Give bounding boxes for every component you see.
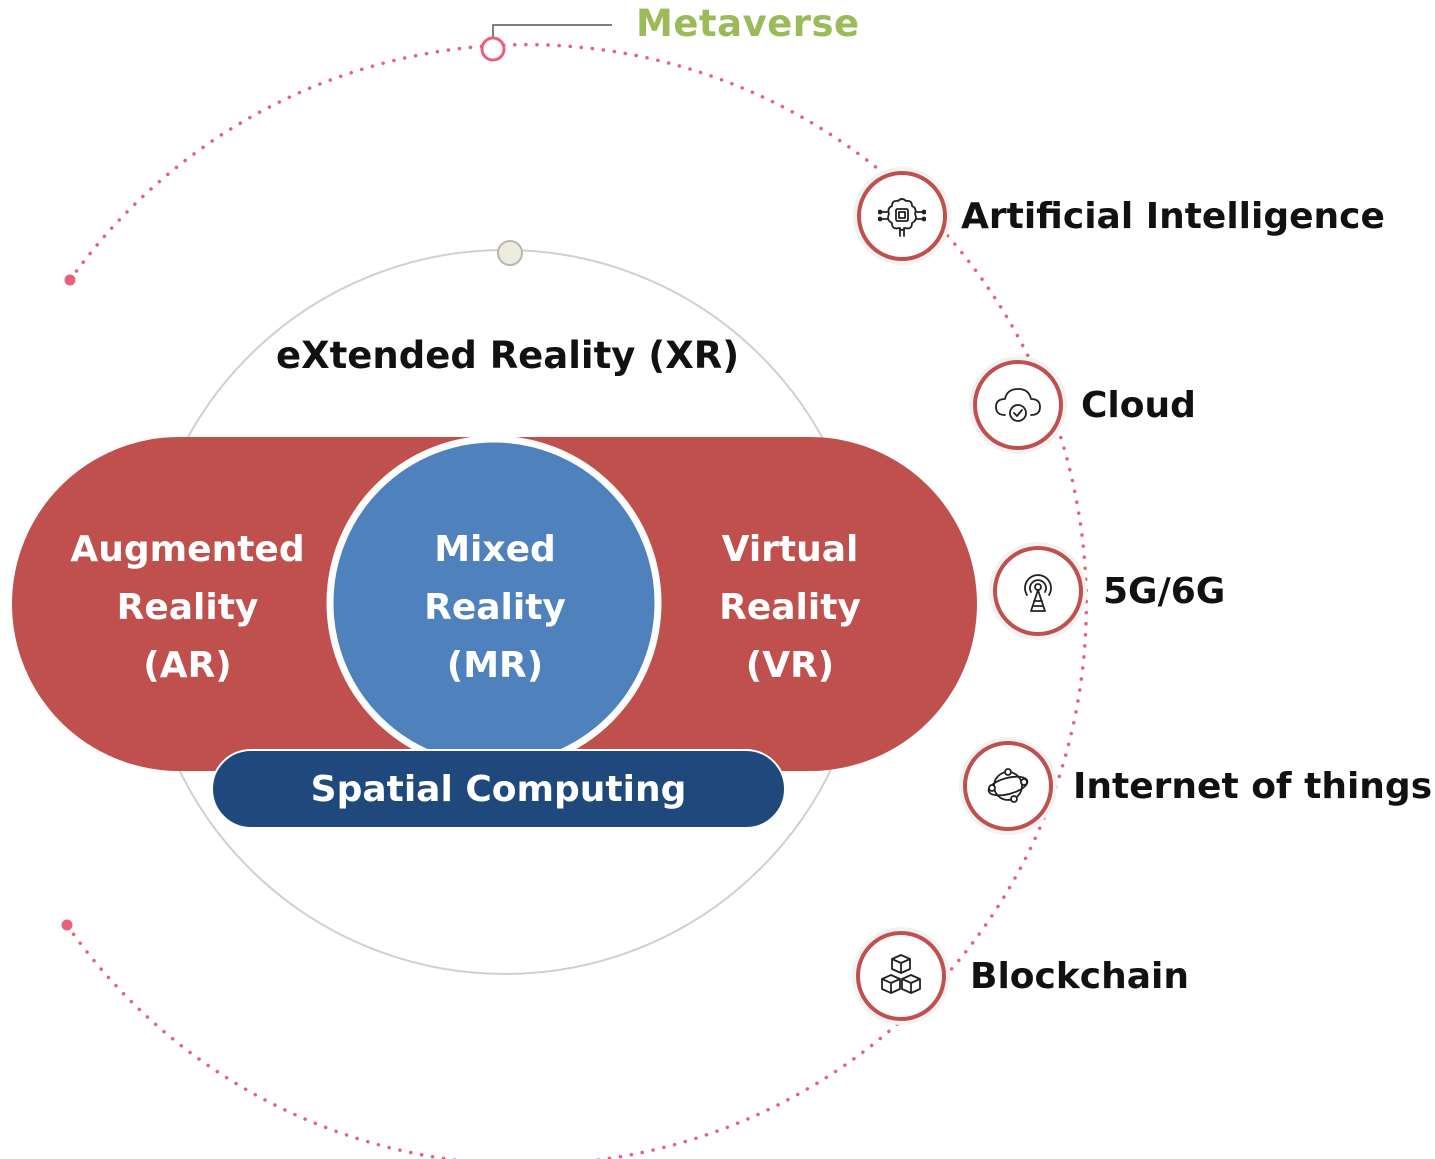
tech-label-blockchain: Blockchain (970, 955, 1190, 997)
ar-label-line: Reality (116, 587, 259, 628)
tech-item-ai: Artificial Intelligence (857, 171, 1385, 261)
tech-icon-circle (973, 360, 1063, 450)
ar-label: Augmented Reality (AR) (60, 521, 315, 695)
network-nodes-icon (987, 768, 1029, 803)
arc-end-dot (61, 919, 73, 931)
ar-label-line: Augmented (70, 529, 305, 570)
arc-start-dot (64, 274, 76, 286)
blocks-icon (881, 954, 921, 994)
tech-label-cloud: Cloud (1081, 384, 1196, 426)
vr-label-line: (VR) (745, 645, 835, 686)
ar-label-line: (AR) (143, 645, 232, 686)
antenna-tower-icon (1024, 574, 1052, 612)
spatial-computing-bar: Spatial Computing (211, 749, 786, 829)
vr-label-line: Reality (719, 587, 861, 628)
metaverse-connector-line (492, 24, 612, 48)
metaverse-node (480, 36, 506, 62)
mr-label-line: Reality (424, 587, 566, 628)
metaverse-label: Metaverse (636, 2, 860, 45)
tech-label-iot: Internet of things (1073, 765, 1433, 807)
vr-label: Virtual Reality (VR) (690, 521, 890, 695)
mr-label-line: (MR) (446, 645, 544, 686)
xr-top-node (497, 240, 523, 266)
tech-item-iot: Internet of things (963, 741, 1432, 831)
tech-icon-circle (963, 741, 1053, 831)
tech-item-cloud: Cloud (973, 360, 1196, 450)
ai-chip-icon (878, 198, 926, 237)
mr-label: Mixed Reality (MR) (385, 521, 605, 695)
tech-item-5g6g: 5G/6G (993, 546, 1225, 636)
mr-label-line: Mixed (434, 529, 556, 570)
tech-item-blockchain: Blockchain (856, 931, 1189, 1021)
tech-label-5g6g: 5G/6G (1103, 570, 1226, 612)
vr-label-line: Virtual (721, 529, 859, 570)
spatial-computing-label: Spatial Computing (310, 768, 687, 810)
tech-icon-circle (993, 546, 1083, 636)
tech-icon-circle (857, 171, 947, 261)
cloud-check-icon (995, 388, 1041, 422)
tech-label-ai: Artificial Intelligence (961, 195, 1385, 237)
tech-icon-circle (856, 931, 946, 1021)
xr-title: eXtended Reality (XR) (276, 334, 740, 377)
